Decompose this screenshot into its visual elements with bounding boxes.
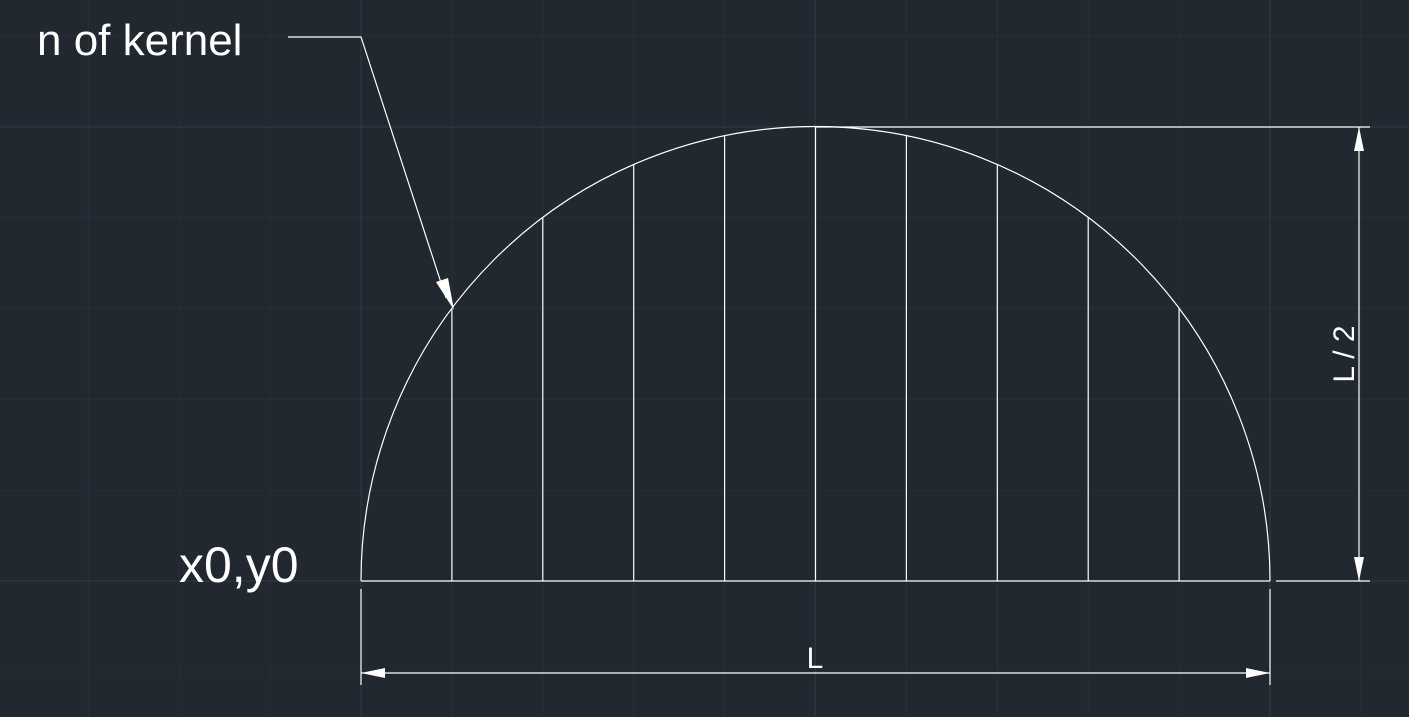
height-arrow-bottom xyxy=(1354,557,1364,581)
leader-arrowhead xyxy=(436,278,454,310)
width-arrow-left xyxy=(361,668,385,678)
width-arrow-right xyxy=(1246,668,1270,678)
leader-annotation: n of kernel xyxy=(37,16,454,310)
height-dimension: L / 2 xyxy=(815,126,1370,582)
leader-label: n of kernel xyxy=(37,16,242,65)
origin-label: x0,y0 xyxy=(179,537,299,593)
height-arrow-top xyxy=(1354,127,1364,151)
leader-line xyxy=(288,36,447,299)
width-dimension: L xyxy=(360,589,1271,685)
width-label: L xyxy=(807,642,824,675)
height-label: L / 2 xyxy=(1328,325,1361,382)
kernel-slices xyxy=(451,126,1180,581)
